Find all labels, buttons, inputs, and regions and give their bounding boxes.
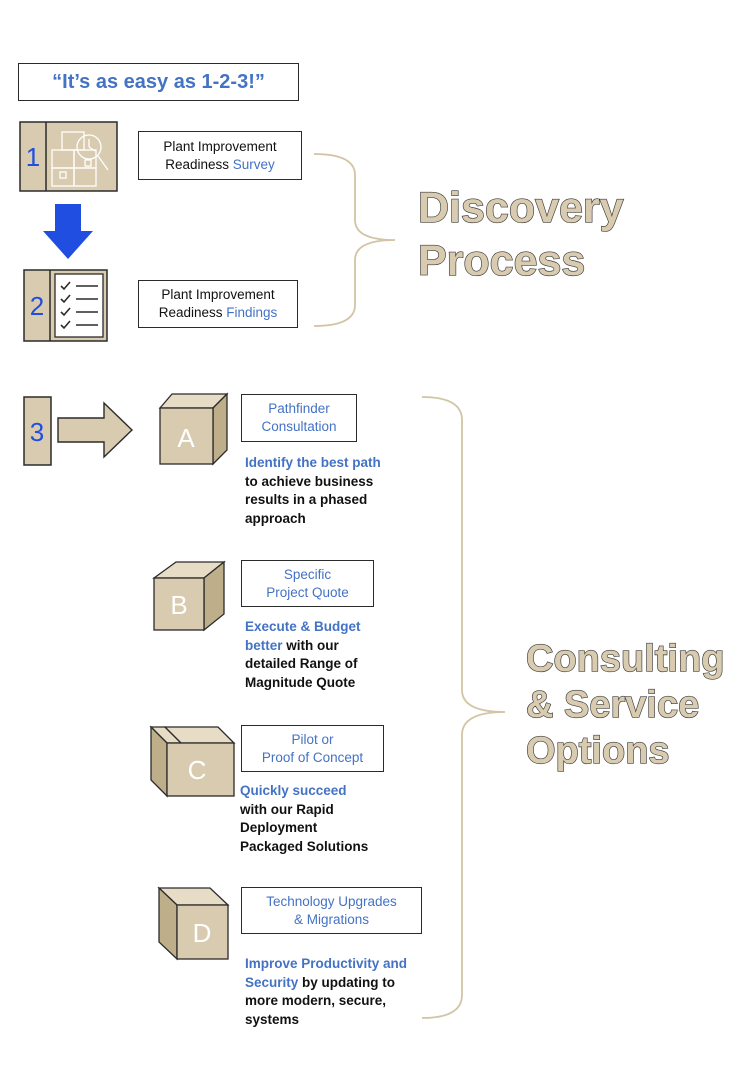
option-a-desc-line4-rest: approach: [245, 510, 306, 526]
discovery-line-1: Discovery: [418, 184, 624, 232]
option-c-desc-line1: Quickly succeed: [240, 782, 368, 801]
option-d-title-line2: & Migrations: [293, 911, 370, 927]
option-a-desc-line3-rest: results in a phased: [245, 492, 368, 507]
cube-d-letter: D: [193, 918, 212, 948]
option-a-desc-line1-blue: Identify the best path: [245, 455, 381, 470]
option-b-desc-line2-rest: with our: [282, 637, 339, 653]
option-b-title-line2: Project Quote: [266, 584, 349, 600]
option-a-desc-line3: results in a phased: [245, 491, 381, 510]
option-d-desc-line2-rest: by updating to: [298, 974, 396, 990]
boxes-search-icon: [51, 131, 109, 187]
option-b-desc-line2-blue: better: [245, 637, 283, 653]
step-2-label-line1: Plant Improvement: [161, 287, 275, 302]
step-2-label-box: Plant Improvement Readiness Findings: [138, 280, 298, 328]
step-1-tile: 1: [19, 121, 118, 192]
option-a-title-line1: Pathfinder: [268, 401, 330, 416]
option-c-desc-line1-blue: Quickly succeed: [240, 783, 347, 798]
step-1-label-line2: Readiness Survey: [139, 156, 301, 174]
option-d-desc-line4-rest: systems: [245, 1011, 300, 1027]
cube-b: B: [152, 560, 226, 632]
option-d-desc-line4: systems: [245, 1011, 407, 1030]
step-1-label-box: Plant Improvement Readiness Survey: [138, 131, 302, 180]
option-a-title-box: Pathfinder Consultation: [241, 394, 357, 442]
option-a-desc-line4: approach: [245, 510, 381, 529]
step-1-label-highlight: Survey: [232, 156, 275, 172]
option-d-description: Improve Productivity and Security by upd…: [245, 955, 407, 1029]
option-a-title-line2: Consultation: [261, 419, 337, 434]
discovery-line-2: Process: [418, 237, 585, 285]
cube-b-letter: B: [170, 590, 187, 620]
option-c-desc-line2: with our Rapid: [240, 801, 368, 820]
option-c-description: Quickly succeed with our Rapid Deploymen…: [240, 782, 368, 856]
option-c-desc-line4: Packaged Solutions: [240, 838, 368, 857]
cube-c-letter: C: [188, 755, 207, 785]
option-a-desc-line1: Identify the best path: [245, 454, 381, 473]
option-b-title-box: Specific Project Quote: [241, 560, 374, 607]
step-2-number: 2: [30, 291, 44, 321]
step-2-label-prefix: Readiness: [158, 305, 227, 320]
step-2-tile: 2: [23, 269, 108, 342]
option-b-title-line1: Specific: [283, 566, 332, 582]
step-3-number: 3: [30, 417, 44, 447]
down-arrow-icon: [43, 204, 93, 259]
consulting-line-2: & Service: [526, 684, 699, 726]
cube-a-letter: A: [177, 423, 195, 453]
option-d-desc-line1: Improve Productivity and: [245, 955, 407, 974]
option-c-desc-line3: Deployment: [240, 819, 368, 838]
consulting-line-3: Options: [526, 730, 670, 772]
step-1-number: 1: [26, 142, 40, 172]
option-d-desc-line3: more modern, secure,: [245, 992, 407, 1011]
option-c-desc-line2-rest: with our Rapid: [240, 801, 334, 817]
option-d-desc-line3-rest: more modern, secure,: [245, 993, 387, 1008]
option-b-desc-line4: Magnitude Quote: [245, 674, 361, 693]
option-a-description: Identify the best path to achieve busine…: [245, 454, 381, 528]
consulting-bracket: [421, 396, 506, 1019]
option-d-desc-line2: Security by updating to: [245, 974, 407, 993]
option-c-desc-line4-rest: Packaged Solutions: [240, 838, 369, 854]
step-2-label-line2: Readiness Findings: [139, 304, 297, 322]
checklist-icon: [54, 273, 104, 338]
option-d-desc-line1-blue: Improve Productivity and: [245, 956, 408, 971]
option-a-desc-line2: to achieve business: [245, 473, 381, 492]
option-c-title-line1: Pilot or: [291, 731, 334, 747]
option-c-title-line2: Proof of Concept: [261, 749, 364, 765]
option-b-description: Execute & Budget better with our detaile…: [245, 618, 361, 692]
option-b-desc-line4-rest: Magnitude Quote: [245, 674, 356, 690]
step-1-label-prefix: Readiness: [165, 156, 233, 172]
option-c-desc-line3-rest: Deployment: [240, 820, 318, 835]
option-b-desc-line1: Execute & Budget: [245, 618, 361, 637]
option-d-title-line1: Technology Upgrades: [266, 893, 397, 909]
tagline: “It’s as easy as 1-2-3!”: [18, 63, 299, 101]
option-c-title-box: Pilot or Proof of Concept: [241, 725, 384, 772]
option-d-desc-line2-blue: Security: [245, 974, 299, 990]
option-b-desc-line3-rest: detailed Range of: [245, 656, 358, 671]
option-d-title-box: Technology Upgrades & Migrations: [241, 887, 422, 934]
option-a-desc-line2-rest: to achieve business: [245, 473, 374, 489]
cube-d: D: [157, 886, 230, 961]
step-1-label-line1: Plant Improvement: [163, 138, 277, 154]
right-arrow-icon: [57, 401, 134, 459]
consulting-line-1: Consulting: [526, 638, 724, 680]
option-b-desc-line3: detailed Range of: [245, 655, 361, 674]
option-b-desc-line1-blue: Execute & Budget: [245, 619, 361, 634]
cube-a: A: [158, 392, 229, 466]
step-2-label-highlight: Findings: [226, 305, 278, 320]
option-b-desc-line2: better with our: [245, 637, 361, 656]
cube-c: C: [149, 725, 236, 798]
step-3-tile: 3: [23, 396, 134, 466]
discovery-bracket: [313, 153, 396, 327]
